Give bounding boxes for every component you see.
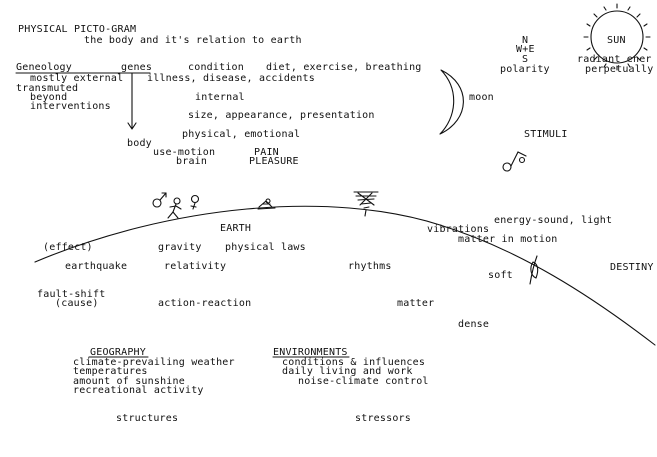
physical-laws-label: physical laws xyxy=(225,242,306,253)
physical-emotional-label: physical, emotional xyxy=(182,129,301,140)
condition-label: condition xyxy=(188,62,244,73)
environments-heading: ENVIRONMENTS xyxy=(273,347,348,358)
environments-item: daily living and work xyxy=(282,366,413,377)
pain-label: PAIN xyxy=(254,147,279,158)
feather-icon xyxy=(529,255,539,285)
radiant-energy-label: radiant ener xyxy=(577,54,652,65)
crawling-figure-icon xyxy=(257,198,276,210)
moon-icon xyxy=(439,69,464,135)
soft-label: soft xyxy=(488,270,513,281)
brain-label: brain xyxy=(176,156,208,167)
illness-label: illness, disease, accidents xyxy=(147,73,315,84)
sun-rays xyxy=(583,3,651,71)
male-symbol-icon xyxy=(152,192,167,208)
perpetually-label: perpetually xyxy=(585,64,654,75)
genes-arrow-head xyxy=(127,122,137,130)
cause-label: (cause) xyxy=(55,298,99,309)
effect-label: (effect) xyxy=(43,242,93,253)
music-note-icon xyxy=(502,151,527,172)
vibrations-label: vibrations xyxy=(427,224,490,235)
interventions-label: interventions xyxy=(30,101,111,112)
matter-label: matter xyxy=(397,298,435,309)
page-title: PHYSICAL PICTO-GRAM xyxy=(18,24,137,35)
geography-item: recreational activity xyxy=(73,385,204,396)
transmuted-label: transmuted xyxy=(16,83,79,94)
body-label: body xyxy=(127,138,152,149)
destiny-label: DESTINY xyxy=(610,262,654,273)
stimuli-label: STIMULI xyxy=(524,129,568,140)
earthquake-label: earthquake xyxy=(65,261,128,272)
action-reaction-label: action-reaction xyxy=(158,298,252,309)
fault-shift-label: fault-shift xyxy=(37,289,106,300)
sun-label: SUN xyxy=(607,35,626,46)
mostly-external-label: mostly external xyxy=(30,73,124,84)
compass-n: N xyxy=(522,35,529,46)
compass-we: W+E xyxy=(516,44,535,55)
polarity-label: polarity xyxy=(500,64,550,75)
rhythms-label: rhythms xyxy=(348,261,392,272)
genes-label: genes xyxy=(121,62,153,73)
geneology-label: Geneology xyxy=(16,62,72,73)
moon-label: moon xyxy=(469,92,494,103)
geography-item: temperatures xyxy=(73,366,148,377)
geography-item: amount of sunshine xyxy=(73,376,185,387)
tornado-icon xyxy=(353,191,379,217)
compass-s: S xyxy=(522,54,529,65)
earth-curve xyxy=(34,205,656,346)
environments-item: noise-climate control xyxy=(298,376,429,387)
matter-in-motion-label: matter in motion xyxy=(458,234,558,245)
stick-figure-icon xyxy=(167,197,182,219)
size-label: size, appearance, presentation xyxy=(188,110,375,121)
structures-label: structures xyxy=(116,413,179,424)
geography-item: climate-prevailing weather xyxy=(73,357,235,368)
environments-item: conditions & influences xyxy=(282,357,426,368)
factors-label: diet, exercise, breathing xyxy=(266,62,422,73)
sun-icon xyxy=(590,10,644,64)
relativity-label: relativity xyxy=(164,261,227,272)
geography-heading: GEOGRAPHY xyxy=(90,347,146,358)
stressors-label: stressors xyxy=(355,413,411,424)
earth-label: EARTH xyxy=(220,223,252,234)
dense-label: dense xyxy=(458,319,490,330)
page-subtitle: the body and it's relation to earth xyxy=(84,35,302,46)
internal-label: internal xyxy=(195,92,245,103)
pleasure-label: PLEASURE xyxy=(249,156,299,167)
gravity-label: gravity xyxy=(158,242,202,253)
use-motion-label: use-motion xyxy=(153,147,216,158)
beyond-label: beyond xyxy=(30,92,68,103)
energy-sound-label: energy-sound, light xyxy=(494,215,613,226)
female-symbol-icon xyxy=(190,194,200,210)
